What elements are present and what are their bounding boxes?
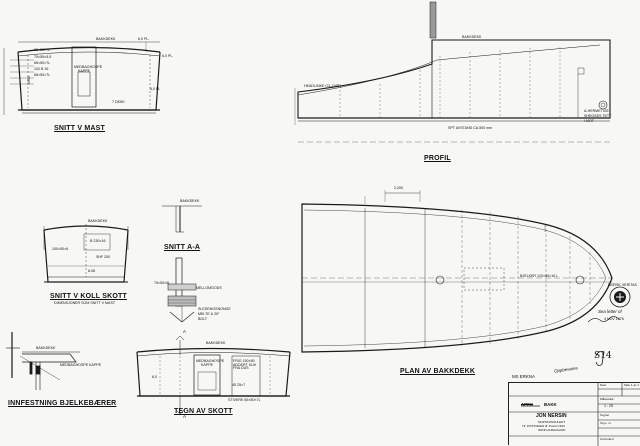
title-company-line-1: SKIPSKONSULENT	[538, 420, 566, 424]
snitt-kollskott-bottom-label: 8,08	[88, 269, 95, 273]
plan-title: PLAN AV BAKKDEKK	[400, 368, 476, 375]
snitt-aa-note-2: MELLOMGODS	[196, 286, 222, 290]
profil-spring-label: SPT AVSTAND CA.500 mm	[448, 126, 493, 130]
snitt-kollskott-inner-label: SHF 200	[96, 255, 111, 259]
plan-drawing	[301, 190, 613, 353]
tegn-skott-title: TEGN AV SKOTT	[174, 408, 233, 415]
title-drawn-label: Tegnet	[600, 413, 610, 417]
snitt-mast-dim-1: 65×50×7L	[34, 48, 51, 52]
snitt-aa-drawing	[162, 205, 202, 323]
tegn-skott-top-label: BAKKDEKK	[206, 341, 226, 345]
snitt-mast-title: SNITT V MAST	[54, 125, 106, 132]
approval-stamp	[609, 286, 631, 308]
title-company-line-3: NNNN ALBAVGAND	[538, 428, 566, 432]
innfestning-top-label: BAKKDEKK	[36, 346, 56, 350]
title-scale-label: Målestokk	[600, 397, 614, 401]
title-page-label: Side 1 av 1	[624, 383, 640, 387]
innfestning-title: INNFESTNING BJELKEBÆRER	[8, 400, 117, 407]
tegn-skott-drawing	[136, 335, 291, 415]
snitt-mast-dim-3: 65×50×7L	[34, 61, 51, 65]
snitt-aa-title: SNITT A-A	[164, 244, 201, 251]
plan-stamp-date: 4 NOV 1976	[604, 317, 624, 321]
tegn-skott-door-label: MEDBAGHOSPE KAPPE	[196, 359, 225, 367]
innfestning-right-label: MEDBAGHOSPE KAPPE	[60, 363, 102, 367]
snitt-aa-top-label: BAKKDEKK	[180, 199, 200, 203]
snitt-aa-note-3: SLEDENGSNONGE	[198, 307, 231, 311]
innfestning-drawing	[6, 332, 80, 390]
title-date-label: Dato	[600, 383, 607, 387]
title-block-lines	[508, 382, 640, 446]
snitt-aa-note-1: 75×50×6L	[154, 281, 171, 285]
snitt-mast-bottom-label: 7 DEKK	[112, 100, 125, 104]
title-vessel: MS ERKNA	[512, 374, 535, 379]
plan-stamp-text: NORSK VERITAS	[608, 283, 637, 287]
snitt-aa-note-4: MELTE & 25°	[198, 312, 220, 316]
title-company: JON NERSIN	[536, 413, 567, 419]
tegn-skott-right-note: FRIG 150×50 ADDERT SLIK FRA DUS	[233, 359, 257, 371]
profil-note-1: A-HERMETIGE	[584, 109, 609, 113]
plan-dim: 2,200	[394, 186, 403, 190]
tegn-skott-bottom-dim: 45 25×7	[232, 383, 246, 387]
title-drawing-struck: APEX	[521, 402, 533, 407]
snitt-mast-side-label: 5,0 PL	[150, 87, 161, 91]
snitt-kollskott-drawing	[43, 224, 129, 283]
plan-sheet-no: S14	[594, 351, 612, 361]
snitt-mast-right-dim: 6,0 PL.	[138, 37, 150, 41]
profil-left-label: HEADLINKE (CL-DØT)	[304, 84, 342, 88]
title-scale: 1 : 25	[604, 404, 613, 408]
snitt-kollskott-top-label: BAKKDEKK	[88, 219, 108, 223]
tegn-skott-stiffener-note: STIVERE 65×50×7L	[228, 398, 261, 402]
title-company-line-2: Tlf. POSTVEIEN tlf. Postnr.NNN	[522, 424, 565, 428]
snitt-mast-drawing	[3, 41, 161, 115]
snitt-aa-note-5: BOLT	[198, 317, 208, 321]
snitt-mast-dim-5: 65×50×7L	[34, 73, 51, 77]
profil-note-3: I MOT	[584, 119, 594, 123]
snitt-mast-top-label: BAKKDEKK	[96, 37, 116, 41]
snitt-mast-dim-4: 102 B 16	[34, 67, 49, 71]
title-drawing: BAKK	[544, 402, 557, 407]
snitt-mast-height-dim: 1900	[27, 76, 31, 84]
snitt-kollskott-mid-label: B 230×16	[90, 239, 106, 243]
tegn-skott-letter-bottom: A	[183, 414, 186, 419]
profil-note-2: SHEGSES TETT	[584, 114, 612, 118]
snitt-kollskott-left-label: 100×50×6	[52, 247, 69, 251]
snitt-mast-right-label: 6,0 PL.	[162, 54, 174, 58]
snitt-kollskott-subtitle: DIMENSJONER SOM SNITT V MAST	[54, 301, 116, 305]
plan-signature: Sea letter of	[598, 309, 622, 314]
signature-scribble	[587, 316, 621, 323]
title-block	[508, 382, 640, 445]
tegn-skott-letter-top: A	[183, 329, 186, 334]
profil-deck-label: BAKKDEKK	[462, 35, 482, 39]
title-checked-label: Kontrollert	[600, 437, 614, 441]
tegn-skott-left-dim: 6,0	[152, 375, 157, 379]
snitt-mast-dim-2: 75×55×5.5	[34, 55, 52, 59]
snitt-mast-hatch-label: MEDBAGHOSPE KAPPE	[74, 65, 103, 73]
profil-drawing	[294, 1, 611, 143]
snitt-kollskott-title: SNITT V KOLL SKOTT	[50, 293, 127, 300]
profil-title: PROFIL	[424, 155, 451, 162]
title-drawing-no-label: Tegn. nr.	[600, 421, 612, 425]
sheet-no-handwritten	[595, 351, 605, 366]
plan-center-label: BJELKER 120×80×16 L	[520, 274, 559, 278]
